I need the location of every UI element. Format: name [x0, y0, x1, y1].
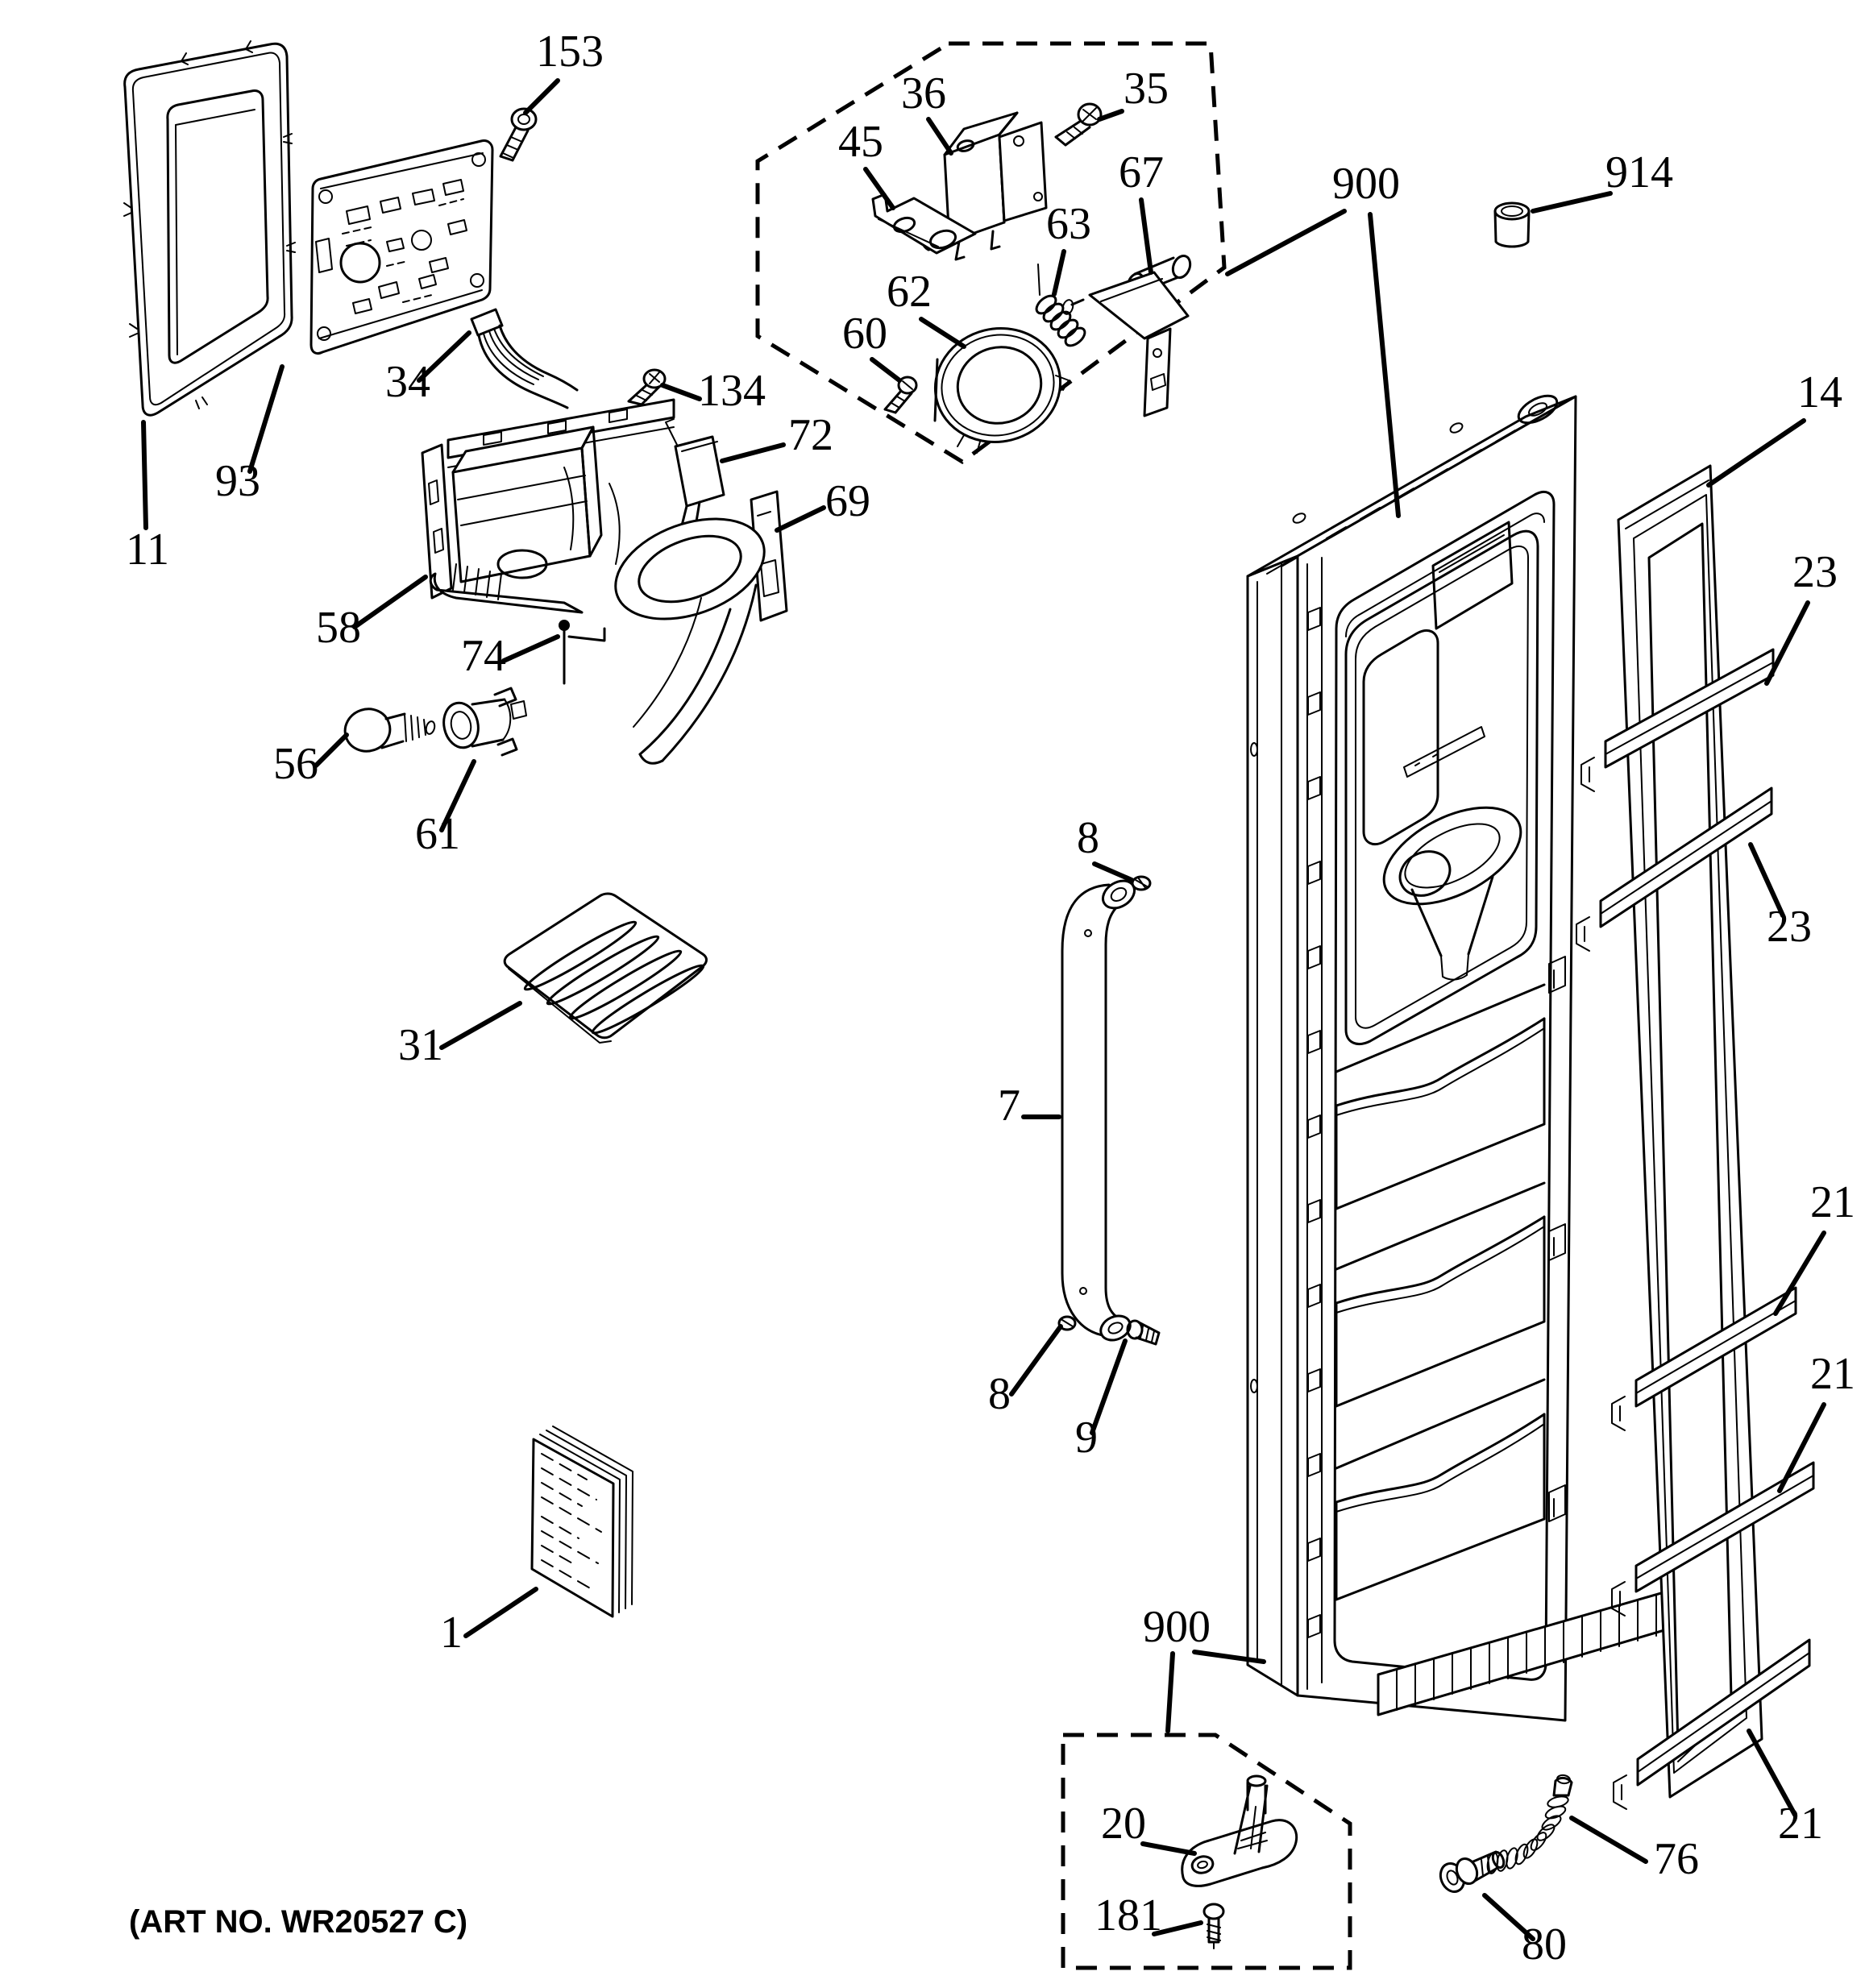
callout-45: 45 — [838, 117, 883, 167]
part-93-control-board — [309, 139, 494, 355]
callout-labels: 153 11 93 34 134 72 69 58 74 56 61 31 1 … — [126, 27, 1855, 1969]
callout-900-top: 900 — [1332, 159, 1400, 209]
part-23-trim-rail-upper — [1580, 648, 1775, 792]
callout-63: 63 — [1046, 199, 1091, 249]
callout-80: 80 — [1522, 1920, 1567, 1969]
part-181-screw — [1202, 1903, 1225, 1949]
callout-153: 153 — [536, 27, 604, 77]
part-63-spring — [1035, 264, 1086, 347]
part-20-closing-cam — [1181, 1774, 1298, 1887]
callout-11: 11 — [126, 525, 169, 575]
callout-69: 69 — [825, 476, 870, 526]
part-134-screw — [627, 368, 667, 406]
part-36-solenoid — [921, 111, 1048, 261]
callout-7: 7 — [998, 1081, 1020, 1131]
callout-914: 914 — [1605, 147, 1673, 197]
part-7-door-handle — [1061, 879, 1136, 1342]
callout-60: 60 — [842, 309, 887, 359]
part-35-screw — [1054, 102, 1103, 147]
part-74-pin — [559, 620, 606, 685]
callout-56: 56 — [273, 739, 318, 789]
callout-61: 61 — [415, 809, 460, 859]
part-8-handle-nut-bottom — [1057, 1315, 1077, 1331]
callout-21-2: 21 — [1810, 1349, 1855, 1399]
callout-31: 31 — [398, 1020, 443, 1070]
callout-23-upper: 23 — [1792, 547, 1838, 597]
part-76-water-line-spring — [1486, 1774, 1573, 1874]
callout-76: 76 — [1654, 1834, 1699, 1884]
part-1-owners-manual — [530, 1426, 633, 1618]
part-900-freezer-door — [1246, 394, 1577, 1722]
callout-21-1: 21 — [1810, 1177, 1855, 1227]
part-60-screw — [883, 376, 918, 414]
part-14-door-gasket — [1617, 464, 1763, 1799]
part-45-bracket-plate — [871, 193, 977, 255]
part-62-bezel-ring — [933, 327, 1070, 454]
callout-134: 134 — [698, 366, 766, 416]
callout-21-3: 21 — [1778, 1799, 1823, 1849]
art-number: (ART NO. WR20527 C) — [129, 1904, 467, 1940]
part-31-dispenser-grille — [503, 892, 708, 1044]
part-58-dispenser-bracket — [421, 398, 675, 614]
callout-1: 1 — [440, 1608, 463, 1658]
part-61-lamp-socket — [442, 687, 527, 757]
part-23-trim-rail-lower — [1576, 786, 1773, 952]
callout-20: 20 — [1101, 1799, 1146, 1849]
part-153-screw — [499, 107, 538, 162]
callout-35: 35 — [1124, 64, 1169, 114]
callout-67: 67 — [1119, 147, 1164, 197]
door-bins — [1335, 983, 1546, 1601]
callout-box-dispenser-solenoid — [755, 41, 1227, 465]
leader-lines — [141, 78, 1826, 1941]
part-9-handle-stud — [1126, 1319, 1161, 1346]
callout-14: 14 — [1797, 367, 1842, 417]
part-8-handle-nut-top — [1131, 875, 1152, 891]
callout-72: 72 — [788, 410, 833, 460]
part-56-light-bulb — [343, 708, 436, 753]
callout-36: 36 — [901, 68, 946, 118]
part-11-door-inner-frame — [123, 40, 296, 417]
part-21-trim-rail-1 — [1611, 1286, 1797, 1431]
callout-62: 62 — [887, 267, 932, 317]
callout-8-bottom: 8 — [988, 1369, 1011, 1419]
callout-181: 181 — [1094, 1890, 1162, 1940]
part-34-ribbon-cable — [470, 308, 579, 409]
callout-34: 34 — [385, 357, 430, 407]
callout-23-lower: 23 — [1767, 902, 1812, 952]
part-21-trim-rail-3 — [1613, 1638, 1811, 1810]
part-914-plug — [1493, 201, 1531, 248]
part-21-trim-rail-2 — [1611, 1461, 1815, 1617]
callout-900-bottom: 900 — [1143, 1602, 1211, 1652]
callout-93: 93 — [215, 456, 260, 506]
callout-9: 9 — [1075, 1413, 1098, 1463]
callout-74: 74 — [461, 631, 506, 681]
part-80-hose-fitting — [1439, 1850, 1506, 1893]
part-67-actuator-lever — [1061, 254, 1192, 417]
callout-8-top: 8 — [1077, 813, 1099, 863]
part-69-ice-chute-funnel — [614, 490, 788, 765]
callout-box-bottom-hinge — [1061, 1733, 1352, 1970]
part-72-switch — [665, 418, 725, 527]
callout-58: 58 — [316, 603, 361, 653]
